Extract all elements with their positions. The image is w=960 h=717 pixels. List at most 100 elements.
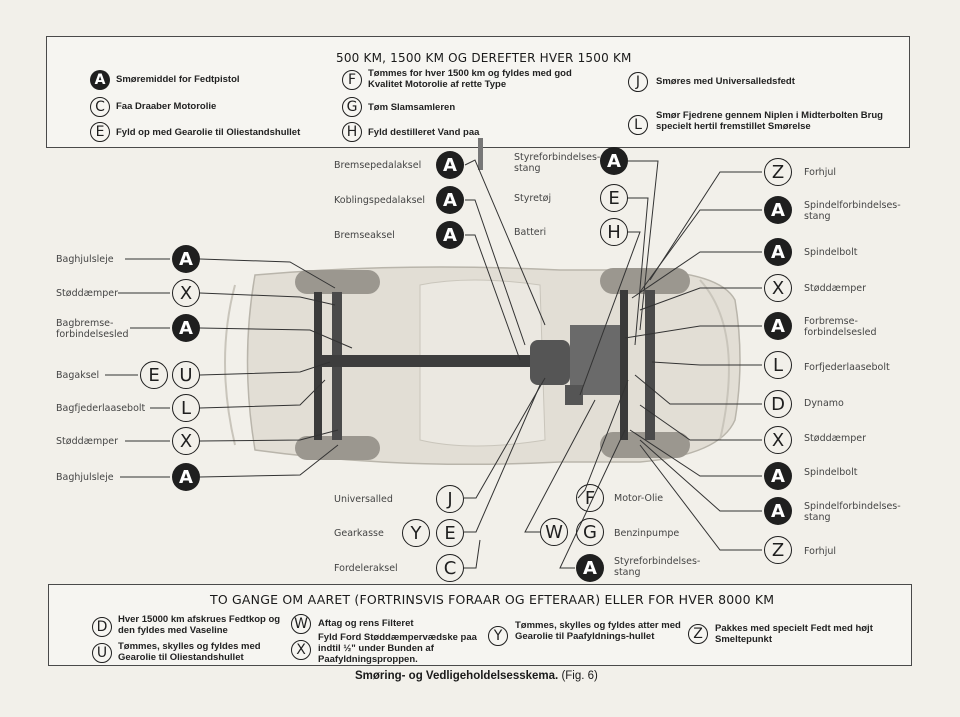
label-forhjul-bottom: Forhjul <box>804 546 836 557</box>
label-forhjul-top: Forhjul <box>804 167 836 178</box>
mark-fordeleraksel: C <box>436 554 464 582</box>
legend-mark-F: F <box>342 70 362 90</box>
mark-spindelforbindelsesstang-2: A <box>764 497 792 525</box>
bottom-mark-X: X <box>291 640 311 660</box>
bottom-mark-D: D <box>92 617 112 637</box>
mark-bagaksel-E: E <box>140 361 168 389</box>
label-motor-olie: Motor-Olie <box>614 493 664 504</box>
label-styreforbindelsesstang-top: Styreforbindelses-stang <box>514 152 601 174</box>
mark-forhjul-top: Z <box>764 158 792 186</box>
legend-text-F: Tømmes for hver 1500 km og fyldes med go… <box>368 68 572 90</box>
bottom-legend-box <box>48 584 912 666</box>
mark-spindelbolt-2: A <box>764 462 792 490</box>
bottom-text-Y: Tømmes, skylles og fyldes atter med Gear… <box>515 620 681 642</box>
mark-baghjulsleje-bottom: A <box>172 463 200 491</box>
mark-bremseaksel: A <box>436 221 464 249</box>
label-stoddaemper-rear-2: Støddæmper <box>56 436 118 447</box>
mark-styreforbindelsesstang-top: A <box>600 147 628 175</box>
top-legend-box <box>46 36 910 148</box>
label-stoddaemper-front-2: Støddæmper <box>804 433 866 444</box>
label-spindelforbindelsesstang-2: Spindelforbindelses-stang <box>804 501 901 523</box>
label-fordeleraksel: Fordeleraksel <box>334 563 398 574</box>
bottom-text-Z: Pakkes med specielt Fedt med højt Smelte… <box>715 623 873 645</box>
mark-spindelbolt-1: A <box>764 238 792 266</box>
caption-main: Smøring- og Vedligeholdelsesskema. <box>355 670 559 682</box>
legend-text-H: Fyld destilleret Vand paa <box>368 127 480 138</box>
label-gearkasse: Gearkasse <box>334 528 384 539</box>
legend-mark-C: C <box>90 97 110 117</box>
mark-bagfjederlaasebolt: L <box>172 394 200 422</box>
label-bremsepedalaksel: Bremsepedalaksel <box>334 160 422 171</box>
legend-mark-H: H <box>342 122 362 142</box>
bottom-text-X: Fyld Ford Støddæmpervædske paa indtil ½"… <box>318 632 477 665</box>
mark-gearkasse-E: E <box>436 519 464 547</box>
label-bremseaksel: Bremseaksel <box>334 230 395 241</box>
label-universalled: Universalled <box>334 494 393 505</box>
label-spindelforbindelsesstang-1: Spindelforbindelses-stang <box>804 200 901 222</box>
mark-motor-olie: F <box>576 484 604 512</box>
mark-bremsepedalaksel: A <box>436 151 464 179</box>
mark-batteri: H <box>600 218 628 246</box>
mark-forbremse: A <box>764 312 792 340</box>
label-benzinpumpe: Benzinpumpe <box>614 528 680 539</box>
label-forfjederlaasebolt: Forfjederlaasebolt <box>804 362 890 373</box>
legend-text-C: Faa Draaber Motorolie <box>116 101 217 112</box>
mark-benzinpumpe-W: W <box>540 518 568 546</box>
label-styreforbindelsesstang-bottom: Styreforbindelses-stang <box>614 556 701 578</box>
mark-gearkasse-Y: Y <box>402 519 430 547</box>
label-stoddaemper-rear-1: Støddæmper <box>56 288 118 299</box>
caption-fig: (Fig. 6) <box>561 670 598 682</box>
legend-text-L: Smør Fjedrene gennem Niplen i Midterbolt… <box>656 110 883 132</box>
bottom-mark-Z: Z <box>688 624 708 644</box>
mark-forhjul-bottom: Z <box>764 536 792 564</box>
legend-text-A: Smøremiddel for Fedtpistol <box>116 74 240 85</box>
mark-universalled: J <box>436 485 464 513</box>
label-bagfjederlaasebolt: Bagfjederlaasebolt <box>56 403 146 414</box>
bottom-text-U: Tømmes, skylles og fyldes med Gearolie t… <box>118 641 261 663</box>
label-spindelbolt-2: Spindelbolt <box>804 467 858 478</box>
label-bagaksel: Bagaksel <box>56 370 100 381</box>
label-spindelbolt-1: Spindelbolt <box>804 247 858 258</box>
mark-styretoj: E <box>600 184 628 212</box>
label-koblingspedalaksel: Koblingspedalaksel <box>334 195 426 206</box>
label-batteri: Batteri <box>514 227 547 238</box>
mark-spindelforbindelsesstang-1: A <box>764 196 792 224</box>
label-styretoj: Styretøj <box>514 193 552 204</box>
mark-bagbremse: A <box>172 314 200 342</box>
mark-baghjulsleje-top: A <box>172 245 200 273</box>
bottom-mark-W: W <box>291 614 311 634</box>
bottom-text-D: Hver 15000 km afskrues Fedtkop og den fy… <box>118 614 281 636</box>
mark-stoddaemper-front-2: X <box>764 426 792 454</box>
mark-forfjederlaasebolt: L <box>764 351 792 379</box>
mark-bagaksel-U: U <box>172 361 200 389</box>
label-baghjulsleje-top: Baghjulsleje <box>56 254 114 265</box>
legend-text-G: Tøm Slamsamleren <box>368 102 456 113</box>
label-baghjulsleje-bottom: Baghjulsleje <box>56 472 114 483</box>
bottom-mark-Y: Y <box>488 626 508 646</box>
legend-text-J: Smøres med Universalledsfedt <box>656 76 795 87</box>
legend-mark-G: G <box>342 97 362 117</box>
mark-koblingspedalaksel: A <box>436 186 464 214</box>
legend-mark-E: E <box>90 122 110 142</box>
top-legend-title: 500 KM, 1500 KM OG DEREFTER HVER 1500 KM <box>336 51 632 65</box>
figure-caption: Smøring- og Vedligeholdelsesskema. (Fig.… <box>355 670 598 682</box>
legend-text-E: Fyld op med Gearolie til Oliestandshulle… <box>116 127 301 138</box>
mark-benzinpumpe-G: G <box>576 518 604 546</box>
legend-mark-J: J <box>628 72 648 92</box>
mark-styreforbindelsesstang-bottom: A <box>576 554 604 582</box>
mark-stoddaemper-front-1: X <box>764 274 792 302</box>
bottom-mark-U: U <box>92 643 112 663</box>
mark-stoddaemper-rear-1: X <box>172 279 200 307</box>
legend-mark-A: A <box>90 70 110 90</box>
legend-mark-L: L <box>628 115 648 135</box>
label-forbremse: Forbremse-forbindelsesled <box>804 316 877 338</box>
label-dynamo: Dynamo <box>804 398 844 409</box>
mark-dynamo: D <box>764 390 792 418</box>
label-bagbremse: Bagbremse-forbindelsesled <box>56 318 129 340</box>
mark-stoddaemper-rear-2: X <box>172 427 200 455</box>
label-stoddaemper-front-1: Støddæmper <box>804 283 866 294</box>
bottom-text-W: Aftag og rens Filteret <box>318 618 414 629</box>
bottom-legend-title: TO GANGE OM AARET (FORTRINSVIS FORAAR OG… <box>210 592 775 607</box>
